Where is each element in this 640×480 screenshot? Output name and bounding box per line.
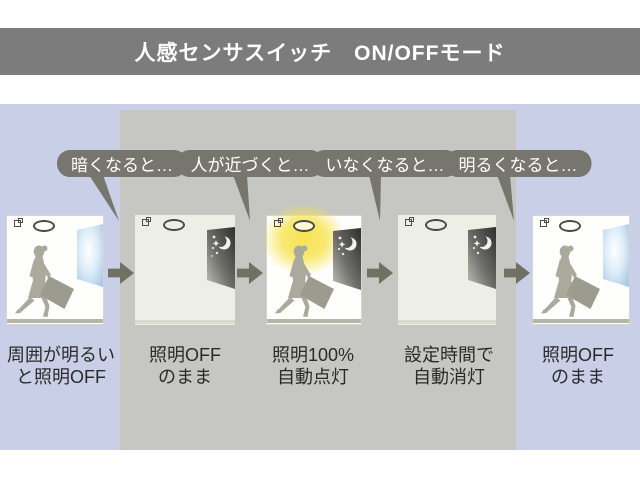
bubble-label: 明るくなると… xyxy=(458,156,578,175)
room-panel-step3 xyxy=(247,190,362,325)
day-window-icon xyxy=(77,224,103,287)
person-silhouette-icon xyxy=(541,245,600,317)
caption-line: のまま xyxy=(158,367,212,387)
person-silhouette-icon xyxy=(275,245,334,317)
floor xyxy=(398,320,496,324)
diagram-stage: 暗くなると… 人が近づくと… いなくなると… 明るくなると… xyxy=(0,104,640,450)
downlight-off-icon xyxy=(163,219,185,231)
bubble-tail-icon xyxy=(369,175,381,221)
speech-bubble-dark: 暗くなると… xyxy=(57,150,187,177)
caption-line: 周囲が明るい xyxy=(7,345,115,365)
caption-line: 設定時間で xyxy=(404,345,494,365)
caption-line: 自動消灯 xyxy=(413,367,485,387)
title-bar: 人感センサスイッチ ON/OFFモード xyxy=(0,28,640,75)
sensor-switch-icon xyxy=(142,217,151,226)
sensor-switch-icon xyxy=(405,217,414,226)
downlight-off-icon xyxy=(425,219,448,231)
floor xyxy=(533,319,629,323)
speech-bubble-approach: 人が近づくと… xyxy=(176,150,324,177)
night-window-icon xyxy=(468,227,496,289)
step-caption-3: 照明100% 自動点灯 xyxy=(233,344,393,388)
caption-line: のまま xyxy=(551,367,605,387)
room-panel-step1 xyxy=(6,215,104,325)
sensor-switch-icon xyxy=(540,218,549,227)
caption-line: 照明OFF xyxy=(149,345,221,365)
bubble-tail-icon xyxy=(89,175,119,221)
downlight-off-icon xyxy=(33,220,56,232)
floor xyxy=(135,320,235,324)
caption-line: 照明100% xyxy=(271,345,355,365)
step-caption-5: 照明OFF のまま xyxy=(498,344,640,388)
downlight-on-icon xyxy=(292,220,315,232)
downlight-off-icon xyxy=(559,220,582,232)
caption-line: と照明OFF xyxy=(16,367,106,387)
bubble-label: 人が近づくと… xyxy=(190,156,310,175)
room-panel-step5 xyxy=(532,215,630,325)
person-silhouette-icon xyxy=(15,245,74,317)
floor xyxy=(7,319,103,323)
caption-line: 照明OFF xyxy=(542,345,614,365)
step-caption-1: 周囲が明るい と照明OFF xyxy=(0,344,141,388)
room-panel-step2 xyxy=(135,215,235,325)
sensor-switch-icon xyxy=(274,218,283,227)
speech-bubble-bright: 明るくなると… xyxy=(444,150,592,177)
room-panel-step4 xyxy=(398,215,496,325)
page-title: 人感センサスイッチ ON/OFFモード xyxy=(134,41,506,65)
bubble-label: 暗くなると… xyxy=(71,156,173,175)
step-caption-4: 設定時間で 自動消灯 xyxy=(369,344,529,388)
bubble-tail-icon xyxy=(233,175,250,221)
sensor-switch-icon xyxy=(14,218,23,227)
step-caption-2: 照明OFF のまま xyxy=(105,344,265,388)
night-window-icon xyxy=(207,227,235,289)
bubble-tail-icon xyxy=(497,175,514,221)
floor xyxy=(267,319,361,323)
day-window-icon xyxy=(603,224,629,287)
bubble-label: いなくなると… xyxy=(325,156,445,175)
speech-bubble-leave: いなくなると… xyxy=(311,150,459,177)
night-window-icon xyxy=(333,228,361,290)
caption-line: 自動点灯 xyxy=(277,367,349,387)
